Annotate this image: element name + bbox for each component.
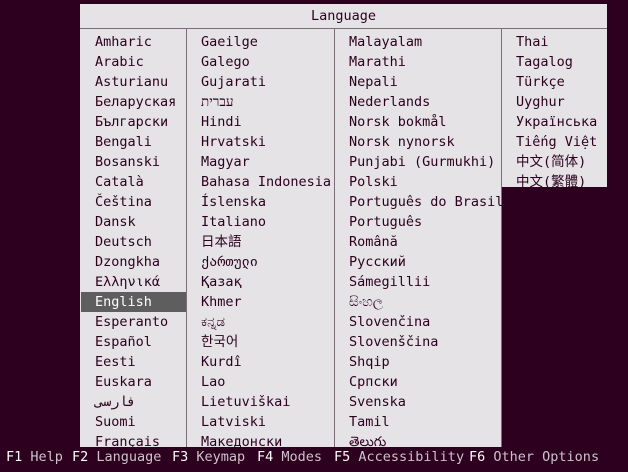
language-option[interactable]: Magyar (201, 154, 250, 170)
language-option[interactable]: Català (95, 174, 144, 190)
language-option[interactable]: Bosanski (95, 154, 161, 170)
language-option[interactable]: Svenska (349, 394, 406, 410)
language-option[interactable]: తెలుగు (349, 434, 387, 447)
language-option[interactable]: Tamil (349, 414, 390, 430)
language-option[interactable]: Tiếng Việt (516, 134, 598, 150)
language-option[interactable]: English (81, 292, 186, 312)
language-option[interactable]: Galego (201, 54, 250, 70)
column-divider (334, 29, 335, 447)
language-option[interactable]: Khmer (201, 294, 242, 310)
language-option[interactable]: Čeština (95, 194, 152, 210)
language-option[interactable]: Bahasa Indonesia (201, 174, 332, 190)
language-option[interactable]: Português do Brasil (349, 194, 504, 210)
language-option[interactable]: 中文(简体) (516, 154, 587, 170)
language-option[interactable]: Slovenščina (349, 334, 439, 350)
language-option[interactable]: 日本語 (201, 234, 242, 250)
footer-modes[interactable]: F4 Modes (257, 449, 323, 465)
language-option[interactable]: 한국어 (201, 334, 239, 350)
language-option[interactable]: Русский (349, 254, 406, 270)
language-option[interactable]: Arabic (95, 54, 144, 70)
footer-keymap[interactable]: F3 Keymap (172, 449, 246, 465)
language-option[interactable]: עברית (201, 94, 234, 110)
column-divider (186, 29, 187, 447)
language-option[interactable]: Kurdî (201, 354, 242, 370)
language-option[interactable]: Punjabi (Gurmukhi) (349, 154, 496, 170)
language-option[interactable]: Қазақ (201, 274, 242, 290)
language-option[interactable]: Français (95, 434, 161, 447)
language-option[interactable]: Gujarati (201, 74, 267, 90)
language-option[interactable]: Nederlands (349, 94, 431, 110)
language-option[interactable]: Italiano (201, 214, 267, 230)
language-option[interactable]: Shqip (349, 354, 390, 370)
language-option[interactable]: Malayalam (349, 34, 423, 50)
language-option[interactable]: Hrvatski (201, 134, 267, 150)
language-option[interactable]: Sámegillii (349, 274, 431, 290)
language-option[interactable]: فارسی (95, 394, 136, 410)
language-option[interactable]: Euskara (95, 374, 152, 390)
language-option[interactable]: Norsk nynorsk (349, 134, 455, 150)
empty-area (502, 187, 607, 447)
language-option[interactable]: Dansk (95, 214, 136, 230)
language-option[interactable]: 中文(繁體) (516, 174, 587, 190)
language-option[interactable]: Marathi (349, 54, 406, 70)
language-option[interactable]: Български (95, 114, 169, 130)
language-option[interactable]: Slovenčina (349, 314, 431, 330)
language-option[interactable]: Íslenska (201, 194, 267, 210)
language-option[interactable]: Dzongkha (95, 254, 161, 270)
language-option[interactable]: Tagalog (516, 54, 573, 70)
language-option[interactable]: Deutsch (95, 234, 152, 250)
menu-title: Language (310, 8, 377, 24)
footer-other-options[interactable]: F6 Other Options (469, 449, 600, 465)
language-option[interactable]: Norsk bokmål (349, 114, 447, 130)
function-key-bar: F1 Help F2 Language F3 Keymap F4 Modes F… (0, 447, 628, 468)
language-option[interactable]: Suomi (95, 414, 136, 430)
language-option[interactable]: Asturianu (95, 74, 169, 90)
language-option[interactable]: Bengali (95, 134, 152, 150)
title-divider (80, 28, 607, 29)
footer-accessibility[interactable]: F5 Accessibility (334, 449, 465, 465)
language-option[interactable]: Esperanto (95, 314, 169, 330)
language-option[interactable]: Amharic (95, 34, 152, 50)
language-option[interactable]: Türkçe (516, 74, 565, 90)
language-option[interactable]: සිංහල (349, 294, 384, 310)
language-option[interactable]: Latviski (201, 414, 267, 430)
language-option[interactable]: ಕನ್ನಡ (201, 314, 226, 330)
language-option[interactable]: Српски (349, 374, 398, 390)
language-option[interactable]: Română (349, 234, 398, 250)
language-option[interactable]: Lietuviškai (201, 394, 291, 410)
footer-language[interactable]: F2 Language (72, 449, 162, 465)
language-option[interactable]: Gaeilge (201, 34, 258, 50)
language-option[interactable]: Українська (516, 114, 598, 130)
language-option[interactable]: Hindi (201, 114, 242, 130)
language-option[interactable]: Polski (349, 174, 398, 190)
footer-help[interactable]: F1 Help (6, 449, 63, 465)
column-divider (501, 29, 502, 447)
language-option[interactable]: Português (349, 214, 423, 230)
language-option[interactable]: Беларуская (95, 94, 177, 110)
language-option[interactable]: Español (95, 334, 152, 350)
language-option[interactable]: Lao (201, 374, 226, 390)
language-option[interactable]: Ελληνικά (95, 274, 161, 290)
language-option[interactable]: Eesti (95, 354, 136, 370)
language-column-4-bg (502, 29, 607, 187)
language-option[interactable]: ქართული (201, 254, 258, 270)
language-option[interactable]: Thai (516, 34, 549, 50)
language-option[interactable]: Македонски (201, 434, 283, 447)
language-option[interactable]: Uyghur (516, 94, 565, 110)
language-option[interactable]: Nepali (349, 74, 398, 90)
